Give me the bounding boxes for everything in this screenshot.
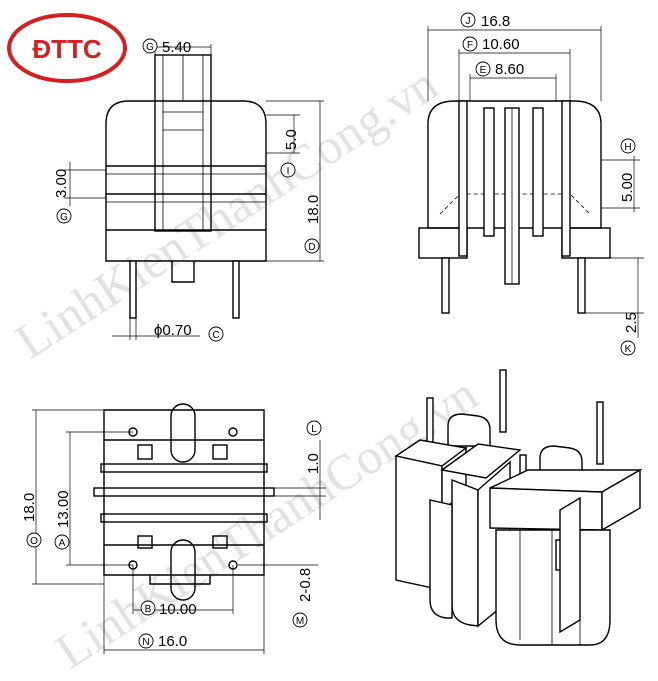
dim-value-5-00: 5.00 (619, 173, 636, 202)
dim-marker-e: E (480, 65, 487, 76)
logo-text: ĐTTC (32, 34, 102, 64)
front-view: G 5.40 5.0 I 3.00 G 18.0 D ϕ0.70 C (53, 38, 324, 342)
dim-value-8-60: 8.60 (495, 61, 524, 78)
dim-marker-k: K (625, 344, 632, 355)
watermark-text: LinhKienThanhCong.vn (5, 55, 447, 369)
dim-marker-j: J (466, 16, 471, 27)
dim-value-16-0: 16.0 (158, 633, 187, 650)
dim-marker-d: D (308, 242, 315, 253)
dim-value-10-60: 10.60 (482, 36, 520, 53)
company-logo: ĐTTC (7, 13, 127, 83)
dim-marker-a: A (59, 538, 66, 549)
dim-value-13-00: 13.00 (55, 490, 72, 528)
dim-marker-o: O (30, 536, 38, 547)
dim-value-5-40: 5.40 (162, 39, 191, 56)
dim-value-10-00: 10.00 (159, 601, 197, 618)
dim-value-2-0-8: 2-0.8 (297, 568, 314, 602)
dim-marker-h: H (624, 142, 631, 153)
isometric-view (394, 369, 643, 646)
dim-marker-n: N (142, 637, 149, 648)
dim-marker-b: B (145, 604, 152, 615)
dim-value-16-8: 16.8 (481, 13, 510, 30)
dim-marker-l: L (311, 424, 317, 435)
dim-marker-m: M (296, 616, 304, 627)
dim-marker-i: I (287, 166, 290, 177)
dim-value-3-00: 3.00 (53, 169, 70, 198)
dim-value-2-5: 2.5 (623, 312, 640, 333)
dim-value-5-0: 5.0 (283, 129, 300, 150)
dim-marker-f: F (467, 40, 473, 51)
side-view: J 16.8 F 10.60 E 8.60 H 5.00 2.5 K (418, 12, 644, 356)
dim-value-phi-0-70: ϕ0.70 (154, 322, 192, 339)
dim-value-18-0-bottom: 18.0 (21, 493, 38, 522)
dim-value-18-0: 18.0 (305, 195, 322, 224)
bottom-view: 18.0 O 13.00 A L 1.0 2-0.8 M B 10.00 N (21, 403, 326, 654)
dim-marker-c: C (212, 330, 219, 341)
dim-value-1-0: 1.0 (305, 453, 322, 474)
dim-marker-g-top: G (146, 42, 154, 53)
dim-marker-g-left: G (60, 212, 68, 223)
